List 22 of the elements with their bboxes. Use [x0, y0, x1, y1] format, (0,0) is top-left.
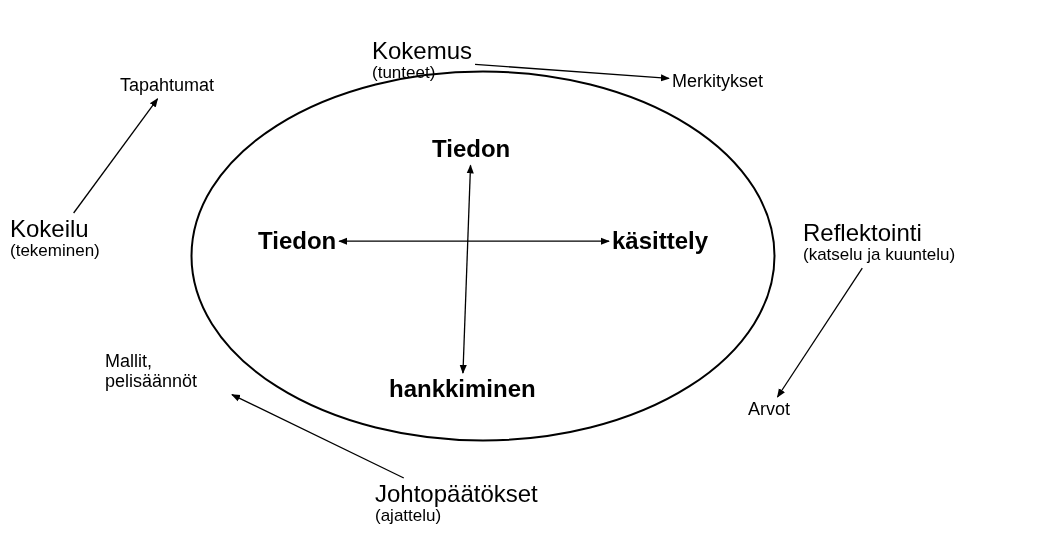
stage-heading: Kokemus [372, 38, 473, 65]
cycle-label: Merkitykset [672, 72, 763, 92]
stage-heading: Johtopäätökset [375, 481, 538, 508]
stage-subtitle: (ajattelu) [375, 507, 442, 527]
axis-label: käsittely [612, 228, 709, 255]
cycle-label: Arvot [748, 400, 790, 420]
axis-label: Tiedon [258, 228, 337, 255]
arrow [474, 63, 670, 82]
stage-subtitle: (tekeminen) [10, 242, 100, 262]
axis-label: hankkiminen [389, 376, 536, 403]
arrow [776, 267, 863, 398]
stage-heading: Kokeilu [10, 216, 89, 243]
arrow [231, 393, 405, 479]
double-arrow [459, 164, 474, 374]
stage-heading: Reflektointi [803, 220, 922, 247]
double-arrow [338, 237, 610, 245]
axis-label: Tiedon [432, 136, 511, 163]
cycle-label: Mallit, pelisäännöt [105, 352, 198, 392]
arrow [73, 98, 159, 214]
stage-subtitle: (tunteet) [372, 64, 436, 84]
cycle-label: Tapahtumat [120, 76, 215, 96]
stage-subtitle: (katselu ja kuuntelu) [803, 246, 956, 266]
